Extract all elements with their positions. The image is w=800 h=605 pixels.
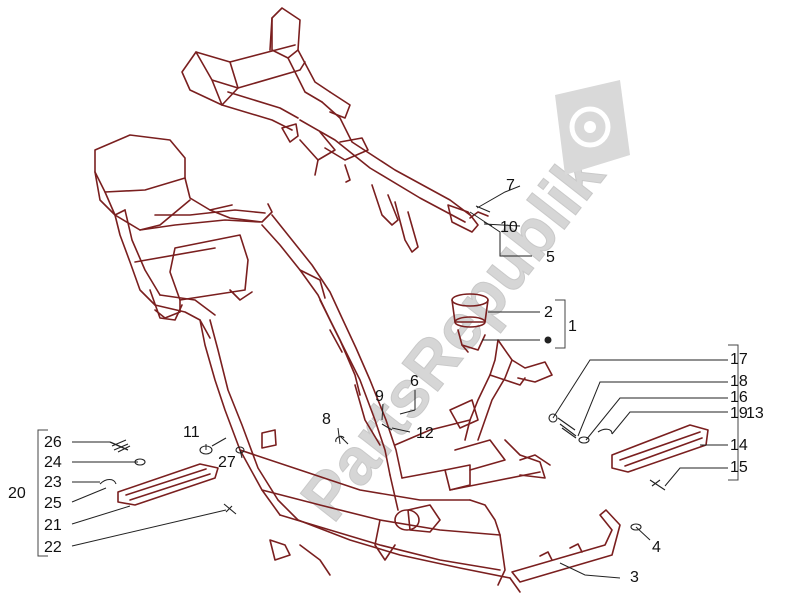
callout-19: 19 (730, 405, 748, 422)
callout-6: 6 (410, 373, 419, 390)
watermark-text: PartsRepublik (286, 138, 618, 534)
group-brackets (37, 299, 739, 557)
callout-10: 10 (500, 219, 518, 236)
bottom-bracket (511, 509, 621, 583)
callout-8: 8 (322, 411, 331, 428)
callout-1: 1 (568, 318, 577, 335)
callout-16: 16 (730, 389, 748, 406)
callout-14: 14 (730, 437, 748, 454)
callout-4: 4 (652, 539, 661, 556)
main-frame (94, 134, 553, 593)
head-tube (451, 293, 489, 353)
callout-13: 13 (746, 405, 764, 422)
left-footboard (117, 463, 219, 506)
gear-icon (555, 80, 630, 175)
callout-11: 11 (183, 424, 200, 441)
callout-12: 12 (416, 425, 434, 442)
bracket-20 (37, 429, 48, 557)
bracket-1 (555, 299, 566, 349)
callout-23: 23 (44, 474, 62, 491)
callout-2: 2 (544, 304, 553, 321)
callout-17: 17 (730, 351, 748, 368)
callout-5: 5 (546, 249, 555, 266)
callout-20: 20 (8, 485, 26, 502)
right-footboard (611, 424, 709, 473)
callout-3: 3 (630, 569, 639, 586)
callout-24: 24 (44, 454, 62, 471)
rear-subframe (181, 7, 489, 253)
callout-27: 27 (218, 454, 236, 471)
callouts: 1 2 3 4 5 6 7 8 9 10 11 12 13 14 15 16 1… (8, 177, 764, 586)
callout-18: 18 (730, 373, 748, 390)
bracket-13 (728, 344, 739, 481)
leader-lines (71, 185, 728, 579)
callout-7: 7 (506, 177, 515, 194)
callout-15: 15 (730, 459, 748, 476)
callout-21: 21 (44, 517, 62, 534)
callout-9: 9 (375, 388, 384, 405)
frame-drawing (94, 7, 709, 593)
callout-22: 22 (44, 539, 62, 556)
watermark: PartsRepublik (286, 137, 619, 534)
callout-26: 26 (44, 434, 62, 451)
callout-25: 25 (44, 495, 62, 512)
